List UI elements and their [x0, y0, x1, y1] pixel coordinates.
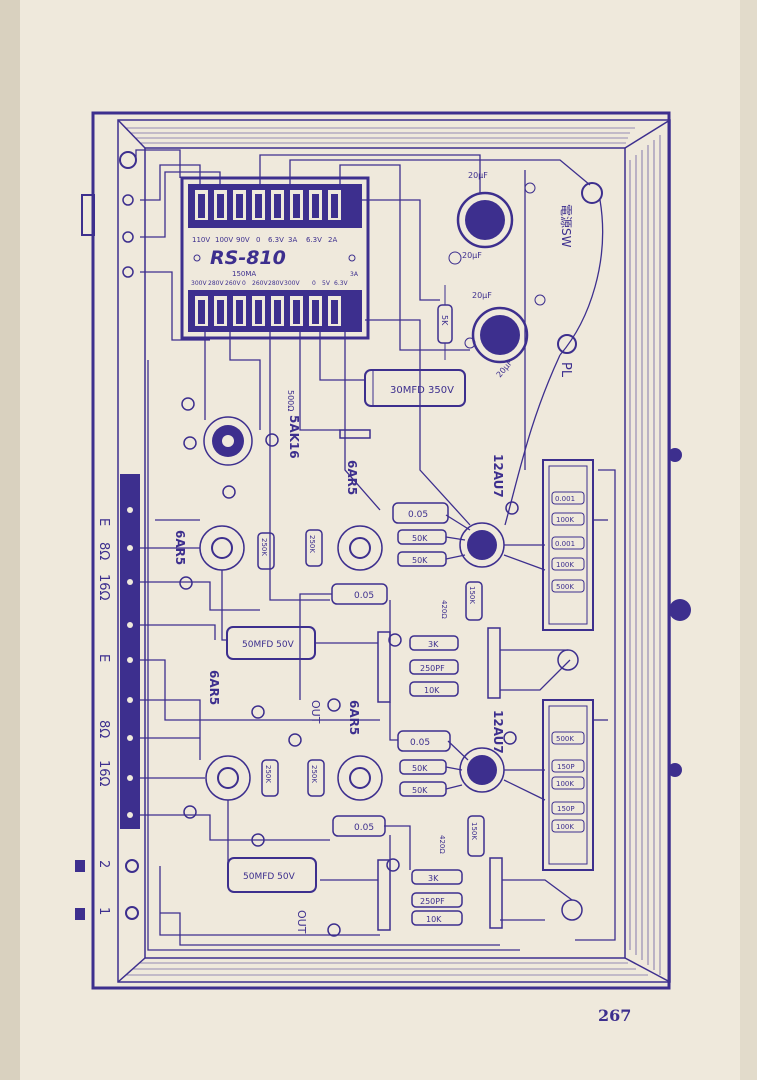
resistor-500-label: 500Ω — [286, 390, 295, 411]
ch2-r-10k: 10K — [426, 915, 442, 924]
filter-capacitors — [448, 182, 603, 364]
out-terminal-8ohm-1: 8Ω — [96, 542, 111, 560]
wiring — [135, 149, 616, 951]
transformer-btap-280v: 280V — [208, 280, 224, 287]
ch1-r-cathode: 420Ω — [440, 600, 448, 619]
transformer-btap-3a: 3A — [350, 271, 359, 278]
ch1-r-3k: 3K — [428, 640, 439, 649]
tube-12au7-2-label: 12AU7 — [491, 710, 505, 754]
lug-strips — [339, 429, 503, 931]
ch1-c-coupling: 0.05 — [408, 510, 428, 520]
ac-inlet — [81, 151, 137, 278]
power-tube-sockets — [199, 525, 383, 801]
tone2-item-4: 100K — [556, 823, 574, 831]
out-terminal-8ohm-2: 8Ω — [96, 720, 111, 738]
transformer-tap-100v: 100V — [215, 236, 233, 244]
transformer-btap-260v: 260V — [225, 280, 241, 287]
ch2-r-grid-2: 250K — [310, 765, 318, 783]
tube-6ar5-3-label: 6AR5 — [207, 670, 221, 705]
transformer-btap-300v: 300V — [191, 280, 207, 287]
transformer-btap-280v-b: 280V — [268, 280, 284, 287]
cap-20uf-3: 20μF — [472, 291, 492, 300]
tone1-item-0: 0.001 — [555, 495, 575, 503]
transformer-btap-0: 0 — [242, 280, 246, 287]
transformer-tap-6v3: 6.3V — [268, 236, 284, 244]
ch1-r-10k: 10K — [424, 686, 440, 695]
transformer-btap-0-b: 0 — [312, 280, 316, 287]
transformer-tap-0: 0 — [256, 236, 260, 244]
out-label-1: OUT — [309, 700, 322, 724]
ch2-r-grid-1: 250K — [264, 765, 272, 783]
tone2-item-3: 150P — [557, 805, 575, 813]
transformer-btap-5v: 5V — [322, 280, 331, 287]
cap-20uf-2: 20μF — [462, 251, 482, 260]
ch1-r-grid-1: 250K — [260, 538, 268, 556]
power-transformer: 110V 100V 90V 0 6.3V 3A 6.3V 2A RS-810 1… — [180, 176, 370, 340]
tube-6ar5-4-label: 6AR5 — [347, 700, 361, 735]
out-terminal-16ohm-2: 16Ω — [96, 760, 111, 787]
page-number: 267 — [598, 1006, 632, 1025]
ch2-c-coupling: 0.05 — [410, 738, 430, 748]
ch2-r-cathode: 420Ω — [438, 835, 446, 854]
ch2-c-pf: 250PF — [420, 897, 445, 906]
capacitor-50mfd-2-label: 50MFD 50V — [243, 872, 296, 882]
rectifier-socket — [203, 416, 253, 466]
ch2-r-plate-1: 50K — [412, 764, 428, 773]
power-switch-label: 電源SW — [559, 204, 573, 248]
ch2-r-feedback: 150K — [470, 822, 478, 840]
tone1-item-4: 500K — [556, 583, 574, 591]
transformer-tap-110v: 110V — [192, 236, 210, 244]
preamp-sockets — [459, 522, 505, 793]
chassis-holes — [179, 397, 583, 937]
tone1-item-3: 100K — [556, 561, 574, 569]
channel-2-components — [227, 730, 485, 926]
transformer-btap-300v-b: 300V — [284, 280, 300, 287]
capacitor-30mfd — [364, 369, 466, 407]
transformer-brand: RS-810 — [210, 247, 286, 269]
out-label-2: OUT — [295, 910, 308, 934]
resistor-5k — [437, 285, 453, 360]
ch1-c-pf: 250PF — [420, 664, 445, 673]
transformer-btap-6v3: 6.3V — [334, 280, 349, 287]
ch2-r-plate-2: 50K — [412, 786, 428, 795]
input-terminal-2: 2 — [96, 860, 111, 868]
ch1-r-grid-2: 250K — [308, 535, 316, 553]
transformer-current: 150MA — [232, 270, 256, 278]
tone-board-2 — [542, 699, 594, 871]
tube-12au7-1-label: 12AU7 — [491, 454, 505, 498]
ch1-r-feedback: 150K — [468, 586, 476, 604]
cap-20uf-1: 20μF — [468, 171, 488, 180]
out-terminal-e-2: E — [96, 654, 111, 662]
capacitor-30mfd-label: 30MFD 350V — [390, 385, 454, 396]
output-terminal-strip — [120, 474, 140, 829]
ch1-r-plate-2: 50K — [412, 556, 428, 565]
transformer-tap-6v3b: 6.3V — [306, 236, 322, 244]
tone2-item-2: 100K — [556, 780, 574, 788]
input-jacks — [75, 859, 139, 920]
ch1-r-plate-1: 50K — [412, 534, 428, 543]
transformer-tap-90v: 90V — [236, 236, 250, 244]
resistor-5k-label: 5K — [440, 315, 449, 326]
input-terminal-1: 1 — [96, 907, 111, 915]
ch1-c-bypass: 0.05 — [354, 591, 374, 601]
chassis — [91, 111, 691, 990]
transformer-btap-260v-b: 260V — [252, 280, 268, 287]
transformer-tap-3a: 3A — [288, 236, 297, 244]
transformer-tap-2a: 2A — [328, 236, 337, 244]
pilot-lamp-label: PL — [558, 362, 573, 378]
tone2-item-0: 500K — [556, 735, 574, 743]
out-terminal-16ohm-1: 16Ω — [96, 574, 111, 601]
ch2-c-bypass: 0.05 — [354, 823, 374, 833]
tube-5ak16-label: 5AK16 — [287, 415, 301, 459]
tone1-item-2: 0.001 — [555, 540, 575, 548]
tone1-item-1: 100K — [556, 516, 574, 524]
capacitor-50mfd-1-label: 50MFD 50V — [242, 640, 295, 650]
ch2-r-3k: 3K — [428, 874, 439, 883]
tone2-item-1: 150P — [557, 763, 575, 771]
out-terminal-e-1: E — [96, 518, 111, 526]
